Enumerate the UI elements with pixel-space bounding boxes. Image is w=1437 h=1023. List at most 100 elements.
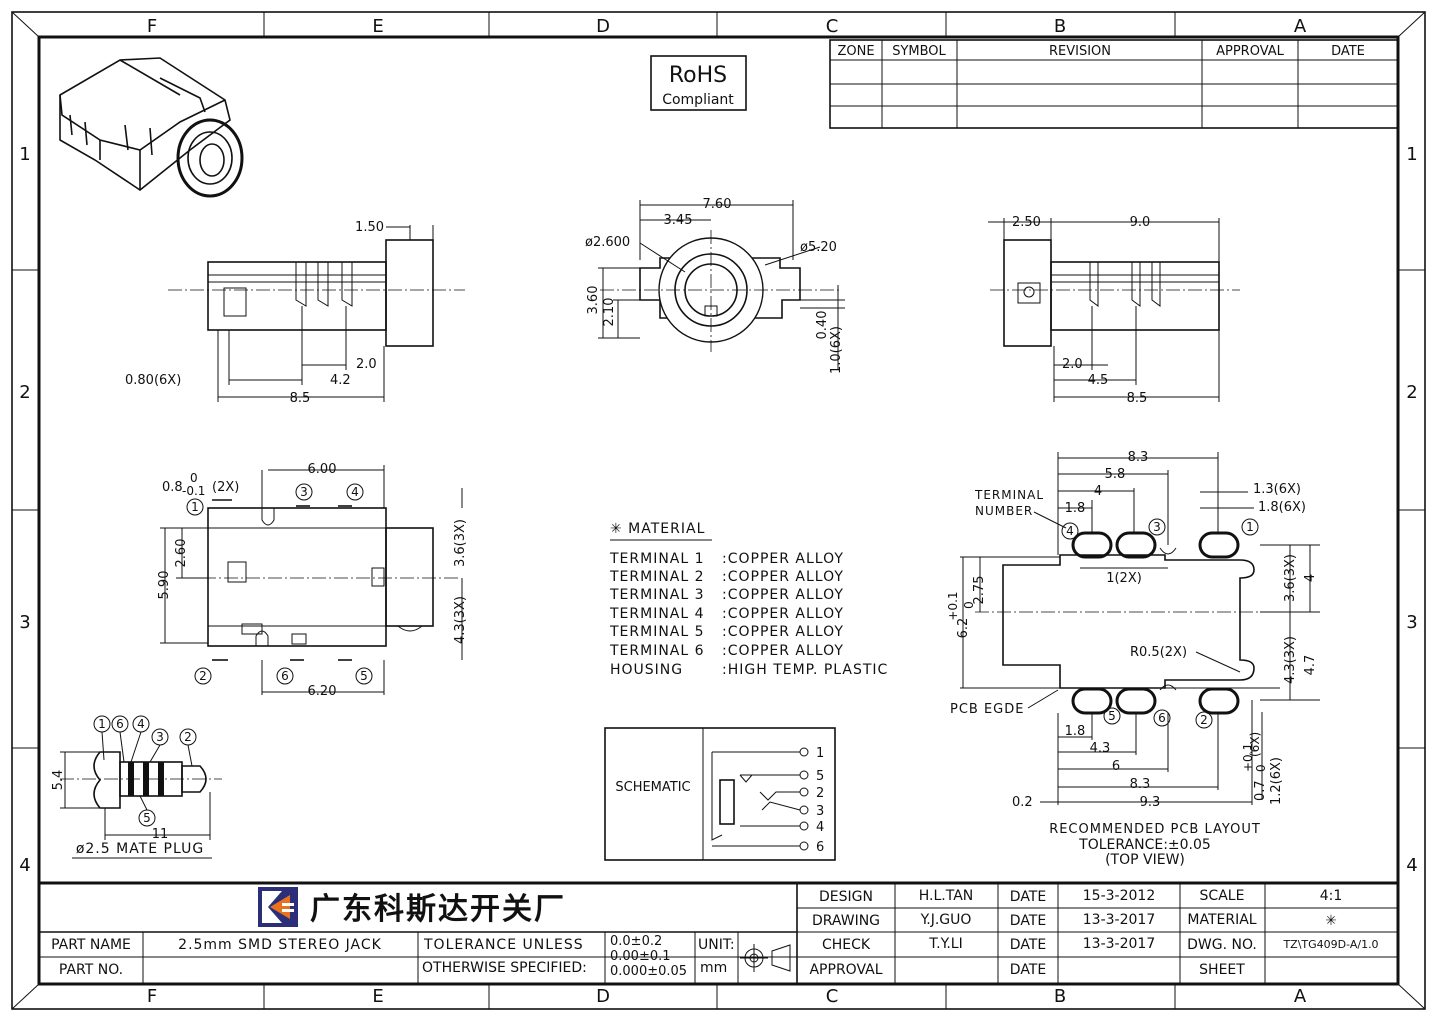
schematic-box: SCHEMATIC 1 5 2 3 4 6 — [604, 727, 836, 861]
zone-letter: B — [1054, 16, 1066, 37]
zone-letter: A — [1294, 986, 1307, 1007]
tb-date-label: DATE — [1010, 913, 1046, 929]
tb-name: Y.J.GUO — [920, 912, 972, 928]
dim-label: 5.90 — [157, 571, 172, 600]
dim-label: 4.5 — [1088, 373, 1109, 388]
dim-label: 4 — [1303, 574, 1318, 582]
terminal-number: 1 — [1246, 520, 1254, 534]
part-no-label: PART NO. — [59, 962, 123, 978]
tb-date: 13-3-2017 — [1083, 936, 1155, 952]
pcb-caption: (TOP VIEW) — [1105, 852, 1185, 868]
dim-label: +0.1 — [946, 591, 960, 620]
dim-label: 2.50 — [1012, 215, 1041, 230]
revision-header: ZONE — [837, 44, 874, 59]
dim-label: 1.0(6X) — [829, 326, 844, 374]
dim-label: 6.00 — [308, 462, 337, 477]
tb-key: DWG. NO. — [1187, 937, 1257, 953]
dim-label: 4.3(3X) — [1283, 636, 1298, 684]
company-name: 广东科斯达开关厂 — [310, 892, 566, 927]
dim-label: 1.8 — [1065, 501, 1086, 516]
revision-header: REVISION — [1049, 44, 1111, 59]
dim-label: 2.0 — [356, 357, 377, 372]
dim-label: 4.2 — [330, 373, 351, 388]
material-value: :COPPER ALLOY — [722, 606, 844, 622]
dim-label: 9.3 — [1140, 795, 1161, 810]
material-title: ✳ MATERIAL — [610, 521, 705, 537]
zone-letter: F — [147, 16, 157, 37]
zone-number: 1 — [1406, 144, 1417, 165]
terminal-number: 2 — [199, 669, 207, 683]
revision-header: APPROVAL — [1216, 44, 1285, 59]
zone-letter: D — [596, 16, 610, 37]
material-value: :COPPER ALLOY — [722, 569, 844, 585]
dim-label: (2X) — [212, 480, 239, 495]
dim-label: 2.0 — [1062, 357, 1083, 372]
revision-header: SYMBOL — [892, 44, 946, 59]
schematic-pin: 1 — [816, 746, 824, 761]
terminal-label: TERMINAL — [974, 488, 1044, 502]
terminal-number: 3 — [1153, 520, 1161, 534]
terminal-label: NUMBER — [975, 504, 1033, 518]
terminal-number: 5 — [1108, 709, 1116, 723]
plug-caption: ø2.5 MATE PLUG — [76, 841, 204, 857]
plug-contact-number: 4 — [137, 717, 145, 731]
zone-letter: C — [826, 986, 839, 1007]
zone-number: 3 — [19, 612, 30, 633]
dim-label: 4 — [1094, 484, 1102, 499]
material-terminal: TERMINAL 4 — [609, 606, 705, 622]
dim-label: 0.8 — [162, 480, 183, 495]
plug-contact-number: 6 — [116, 717, 124, 731]
dim-label: 1(2X) — [1106, 571, 1142, 586]
tb-value: 4:1 — [1320, 888, 1343, 904]
dim-label: 1.50 — [355, 220, 384, 235]
dim-label: 2.10 — [602, 298, 617, 327]
dim-label: 4.7 — [1303, 655, 1318, 676]
zone-number: 2 — [19, 382, 30, 403]
terminal-number: 3 — [300, 485, 308, 499]
mate-plug-view: 5.4 11 ø2.5 MATE PLUG 1 6 4 3 2 5 — [51, 715, 222, 859]
terminal-number: 2 — [1200, 713, 1208, 727]
dim-label: R0.5(2X) — [1130, 645, 1187, 660]
schematic-label: SCHEMATIC — [615, 780, 690, 795]
pcb-caption: TOLERANCE:±0.05 — [1078, 837, 1211, 853]
tb-value: TZ\TG409D-A/1.0 — [1282, 938, 1378, 951]
zone-letter: F — [147, 986, 157, 1007]
material-list: ✳ MATERIAL TERMINAL 1 :COPPER ALLOY TERM… — [609, 521, 887, 678]
tb-name: T.Y.LI — [928, 936, 962, 952]
dim-label: 8.3 — [1128, 450, 1149, 465]
part-name-value: 2.5mm SMD STEREO JACK — [178, 937, 382, 953]
schematic-pin: 6 — [816, 840, 824, 855]
tb-date-label: DATE — [1010, 962, 1046, 978]
tolerance-label: TOLERANCE UNLESS — [423, 937, 584, 953]
tb-name: H.L.TAN — [919, 888, 974, 904]
zone-letter: C — [826, 16, 839, 37]
tb-date-label: DATE — [1010, 889, 1046, 905]
dim-label: 0.40 — [815, 311, 830, 340]
material-value: :COPPER ALLOY — [722, 624, 844, 640]
zone-markers: F E D C B A F E D C B A 1 2 3 4 1 2 3 4 — [19, 16, 1417, 1007]
dim-label: 3.60 — [586, 286, 601, 315]
tb-key: MATERIAL — [1187, 912, 1256, 928]
tb-key: SCALE — [1200, 888, 1245, 904]
zone-letter: E — [372, 16, 383, 37]
terminal-number: 4 — [351, 485, 359, 499]
dim-label: 3.6(3X) — [453, 519, 468, 567]
zone-number: 1 — [19, 144, 30, 165]
dim-label: 8.5 — [1127, 391, 1148, 406]
material-value: :COPPER ALLOY — [722, 643, 844, 659]
dim-label: 5.4 — [51, 770, 66, 791]
material-terminal: TERMINAL 6 — [609, 643, 705, 659]
projection-symbol-icon — [740, 944, 791, 972]
zone-letter: E — [372, 986, 383, 1007]
rohs-compliant-text: Compliant — [662, 92, 734, 108]
tb-date: 15-3-2012 — [1083, 888, 1155, 904]
isometric-view — [59, 57, 244, 198]
plug-contact-number: 5 — [143, 811, 151, 825]
zone-number: 3 — [1406, 612, 1417, 633]
tb-role: CHECK — [822, 937, 871, 953]
dim-label: 6 — [1112, 759, 1120, 774]
schematic-pin: 3 — [816, 804, 824, 819]
tolerance-value: 0.00±0.1 — [610, 949, 671, 964]
title-block: 广东科斯达开关厂 PART NAME 2.5mm SMD STEREO JACK… — [39, 881, 1398, 984]
plug-contact-number: 2 — [184, 730, 192, 744]
